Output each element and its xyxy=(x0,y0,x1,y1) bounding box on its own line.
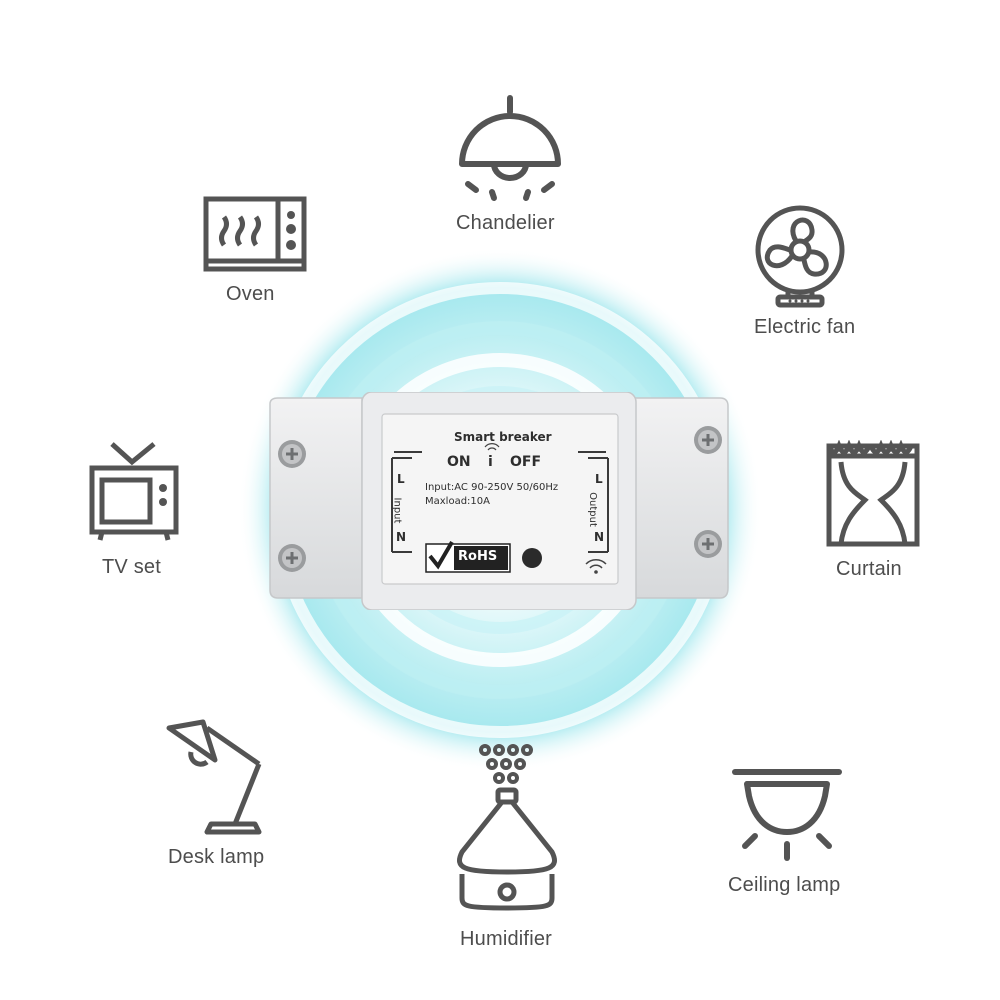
ceiling-lamp-label: Ceiling lamp xyxy=(728,874,841,896)
fan-icon xyxy=(755,205,845,308)
appliance-oven: Oven xyxy=(200,195,310,310)
desk-lamp-label: Desk lamp xyxy=(168,846,265,868)
chandelier-icon xyxy=(459,95,561,201)
appliance-humidifier: Humidifier xyxy=(452,742,562,954)
desk-lamp-icon xyxy=(166,719,262,835)
humidifier-icon xyxy=(457,744,557,911)
tv-set-label: TV set xyxy=(102,556,161,578)
pairing-button[interactable] xyxy=(522,548,542,568)
output-l-label: L xyxy=(595,472,603,486)
input-l-label: L xyxy=(397,472,405,486)
maxload-spec: Maxload:10A xyxy=(425,496,490,507)
input-spec: Input:AC 90-250V 50/60Hz xyxy=(425,482,559,493)
i-mark: i xyxy=(488,454,493,470)
terminal-screws xyxy=(278,426,722,572)
appliance-tv-set: TV set xyxy=(84,440,184,580)
electric-fan-label: Electric fan xyxy=(754,316,856,338)
curtain-icon xyxy=(826,440,920,547)
input-n-label: N xyxy=(396,530,407,544)
device-body xyxy=(269,392,729,610)
off-label: OFF xyxy=(510,454,542,470)
oven-icon xyxy=(203,196,307,272)
ceiling-lamp-icon xyxy=(732,769,842,861)
appliance-chandelier: Chandelier xyxy=(440,92,570,242)
device-title: Smart breaker xyxy=(454,430,552,444)
rohs-label: RoHS xyxy=(458,549,498,564)
on-label: ON xyxy=(447,454,471,470)
appliance-ceiling-lamp: Ceiling lamp xyxy=(722,766,852,906)
chandelier-label: Chandelier xyxy=(456,212,555,234)
tv-icon xyxy=(89,442,179,541)
input-side-label: Input xyxy=(391,497,403,524)
curtain-label: Curtain xyxy=(836,558,902,580)
appliance-curtain: Curtain xyxy=(818,440,928,585)
output-n-label: N xyxy=(594,530,605,544)
humidifier-label: Humidifier xyxy=(460,928,553,950)
appliance-desk-lamp: Desk lamp xyxy=(162,718,282,878)
appliance-electric-fan: Electric fan xyxy=(740,200,870,340)
smart-breaker-device: Smart breaker ON i OFF Input:AC 90-250V … xyxy=(262,392,736,610)
oven-label: Oven xyxy=(226,283,275,305)
output-side-label: Output xyxy=(586,492,598,527)
